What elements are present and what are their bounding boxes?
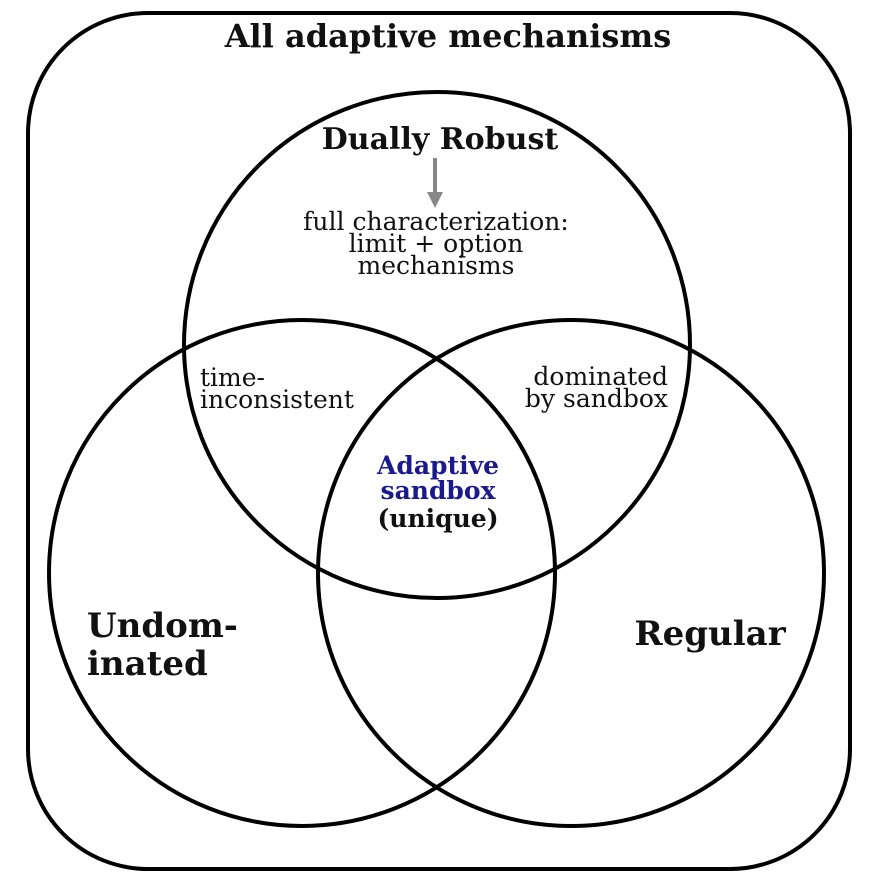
adaptive-sandbox-line2: sandbox: [381, 476, 497, 505]
dually-robust-title: Dually Robust: [322, 122, 559, 157]
dominated-line1: dominated: [533, 362, 668, 391]
dominated-line2: by sandbox: [525, 384, 668, 413]
undominated-title-line2: inated: [87, 644, 208, 684]
adaptive-sandbox-line1: Adaptive: [376, 451, 499, 480]
characterization-line2: limit + option: [349, 229, 524, 258]
regular-circle: [316, 318, 826, 828]
characterization-line1: full characterization:: [303, 207, 569, 236]
time-inconsistent-line2: inconsistent: [200, 385, 354, 414]
undominated-circle: [47, 318, 557, 828]
unique-label: (unique): [377, 504, 498, 533]
undominated-title-line1: Undom-: [87, 606, 238, 646]
characterization-line3: mechanisms: [358, 251, 515, 280]
outer-title: All adaptive mechanisms: [224, 17, 672, 55]
outer-boundary: [26, 11, 852, 871]
regular-title: Regular: [634, 614, 786, 654]
dually-robust-circle: [182, 90, 692, 600]
time-inconsistent-line1: time-: [200, 363, 265, 392]
